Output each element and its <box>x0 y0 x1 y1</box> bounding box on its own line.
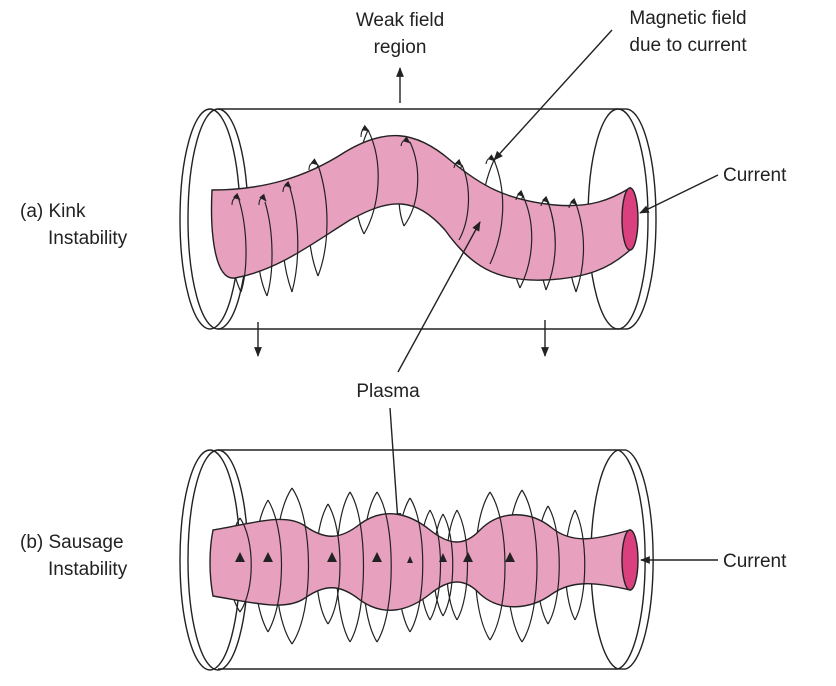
plasma-label: Plasma <box>356 381 420 402</box>
current-label-top: Current <box>723 165 787 186</box>
sausage-panel <box>179 449 718 671</box>
kink-label-line2: Instability <box>48 228 128 249</box>
weak-field-label-line2: region <box>374 37 427 58</box>
sausage-current-arrows <box>235 552 515 563</box>
magnetic-field-label-line1: Magnetic field <box>629 8 746 29</box>
sausage-field-loops-front <box>239 487 586 645</box>
sausage-label-line2: Instability <box>48 559 128 580</box>
sausage-label-line1: (b) Sausage <box>20 532 124 553</box>
sausage-plasma-tube <box>209 513 631 611</box>
sausage-current-end <box>621 529 639 591</box>
kink-plasma-tube <box>210 134 631 281</box>
weak-field-label-line1: Weak field <box>356 10 444 31</box>
plasma-pointer-up <box>397 221 481 373</box>
kink-loop-arrows <box>231 124 578 209</box>
magnetic-field-pointer <box>493 29 613 161</box>
kink-field-loops-front <box>238 129 585 297</box>
kink-current-end <box>621 187 639 251</box>
current-pointer-top <box>639 174 719 214</box>
plasma-pointer-down <box>389 407 402 523</box>
kink-label-line1: (a) Kink <box>20 201 86 222</box>
magnetic-field-label-line2: due to current <box>629 35 747 56</box>
kink-panel <box>179 29 719 357</box>
current-label-bottom: Current <box>723 551 787 572</box>
